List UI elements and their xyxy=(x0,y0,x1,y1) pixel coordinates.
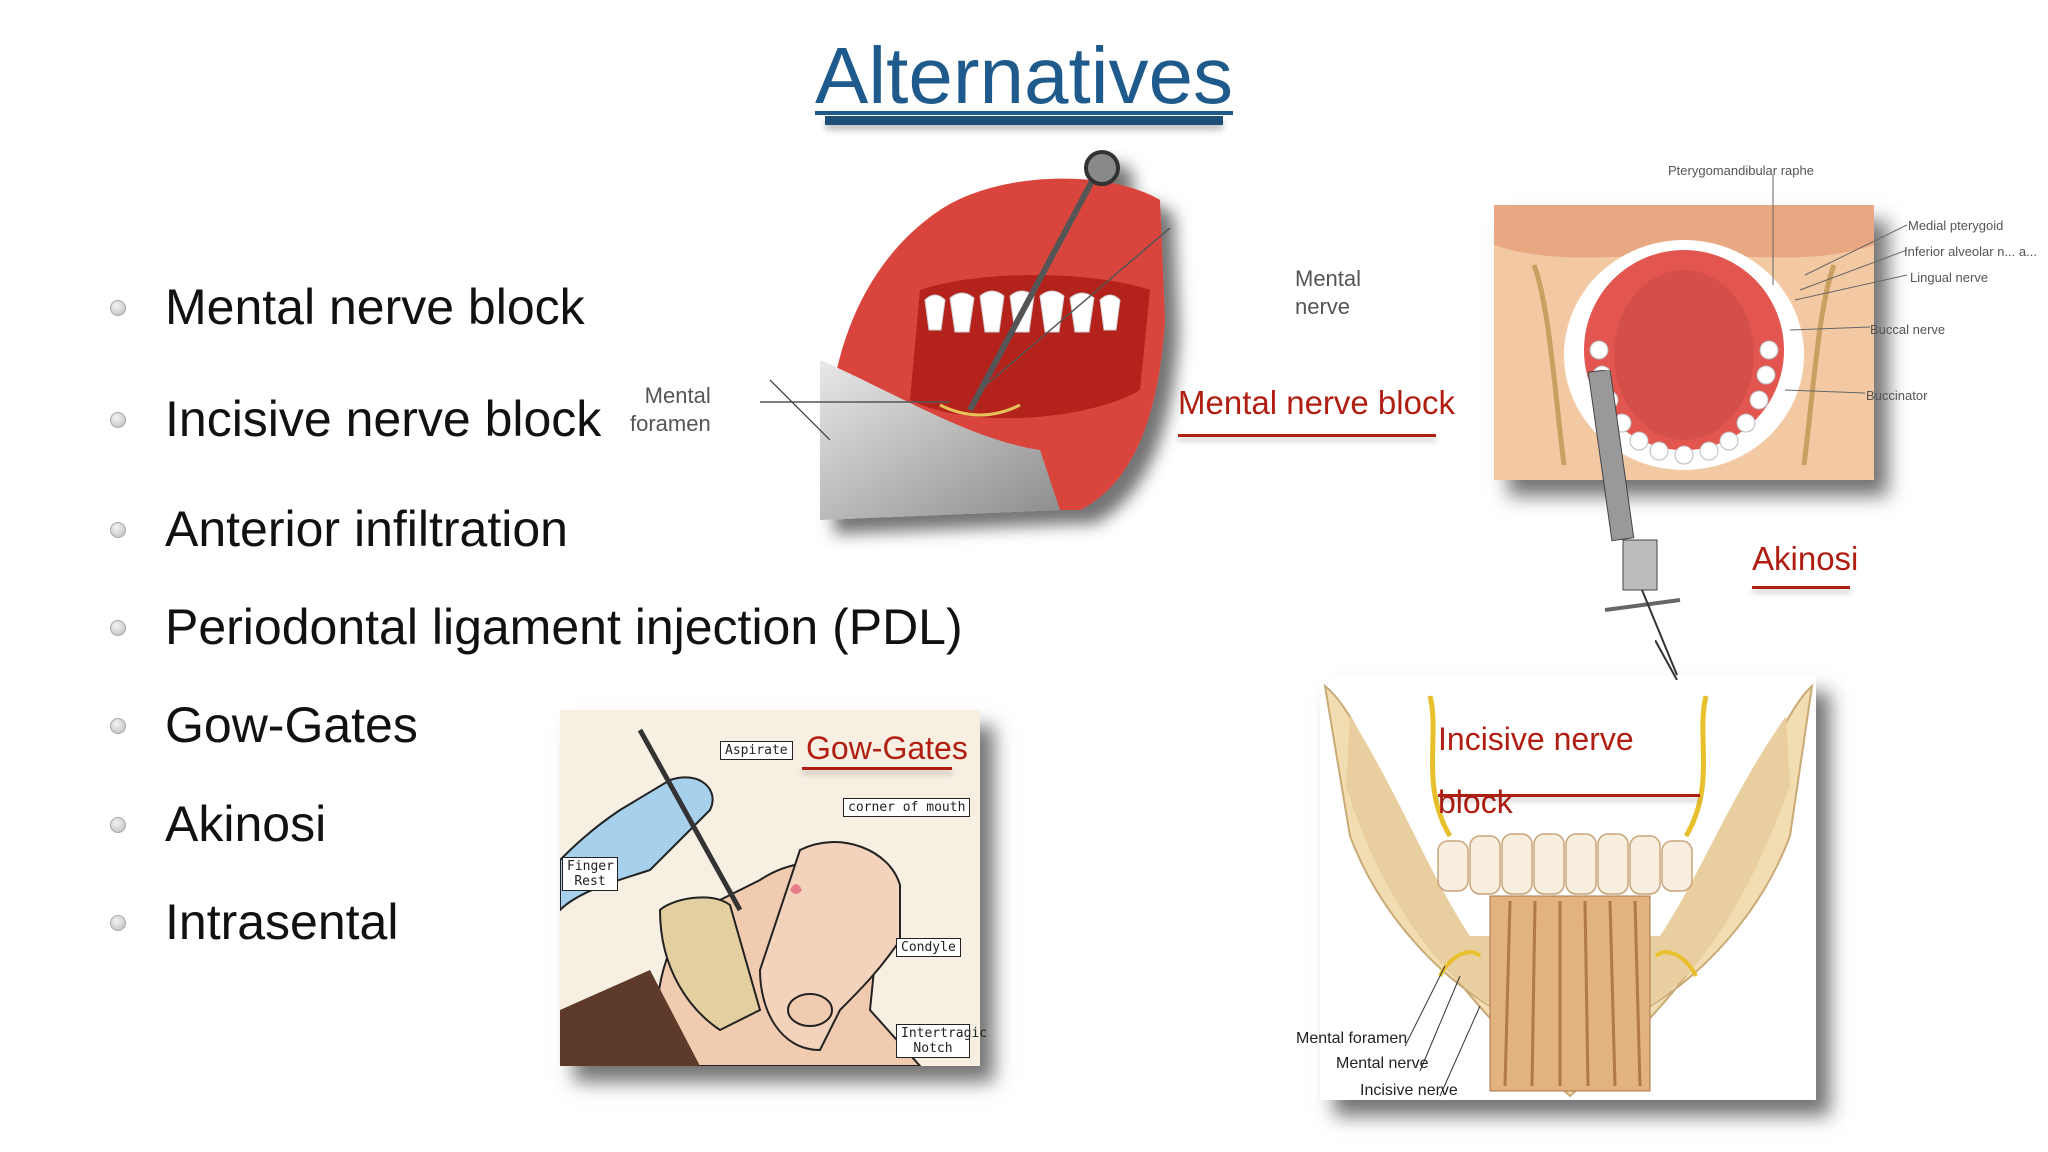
title-underline-bar xyxy=(825,116,1223,125)
gow-gates-figure xyxy=(559,710,980,1067)
caption-underline xyxy=(1752,586,1850,589)
bullet-dot-icon xyxy=(110,817,126,833)
incisive-caption-line1: Incisive nerve xyxy=(1438,721,1634,757)
akinosi-syringe xyxy=(1587,370,1681,676)
bullet-dot-icon xyxy=(110,915,126,931)
akinosi-label: Inferior alveolar n... a... xyxy=(1904,244,2037,259)
akinosi-caption: Akinosi xyxy=(1752,540,1859,577)
mental-nerve-illustration xyxy=(760,150,1171,520)
incisive-label: Mental nerve xyxy=(1336,1055,1429,1072)
bullet-dot-icon xyxy=(110,620,126,636)
bullet-dot-icon xyxy=(110,522,126,538)
mental-nerve-label: Mental nerve xyxy=(1295,266,1362,319)
caption-underline xyxy=(802,767,952,770)
incisive-label: Incisive nerve xyxy=(1360,1082,1458,1099)
gow-gates-label: Intertragic Notch xyxy=(896,1024,987,1058)
incisive-label: Mental foramen xyxy=(1296,1030,1408,1047)
bullet-dot-icon xyxy=(110,300,126,316)
gow-gates-label: Condyle xyxy=(896,938,961,957)
akinosi-figure xyxy=(1494,205,1874,480)
akinosi-label: Buccinator xyxy=(1866,388,1928,403)
incisive-caption-line2: block xyxy=(1438,784,1513,820)
akinosi-illustration xyxy=(1494,205,1874,480)
gow-gates-illustration xyxy=(559,728,923,1067)
bullet-dot-icon xyxy=(110,412,126,428)
caption-underline xyxy=(1178,434,1436,437)
gow-gates-label: corner of mouth xyxy=(843,798,971,817)
caption-underline xyxy=(1438,794,1700,797)
gow-gates-caption: Gow-Gates xyxy=(806,730,968,766)
mental-foramen-label: Mental foramen xyxy=(630,383,711,436)
bullet-dot-icon xyxy=(110,718,126,734)
akinosi-label: Lingual nerve xyxy=(1910,270,1989,285)
incisive-nerve-figure xyxy=(1320,676,1816,1100)
akinosi-label: Pterygomandibular raphe xyxy=(1668,163,1814,178)
mental-nerve-block-caption: Mental nerve block xyxy=(1178,384,1455,421)
mental-nerve-figure: Mental nerve Mental foramen xyxy=(630,150,1480,550)
akinosi-leader-lines xyxy=(1772,175,1908,394)
slide-title: Alternatives xyxy=(815,31,1233,120)
gow-gates-label: Aspirate xyxy=(720,741,793,760)
incisive-nerve-illustration xyxy=(1323,683,1814,1098)
incisive-needle xyxy=(1655,640,1678,680)
akinosi-label: Buccal nerve xyxy=(1870,322,1946,337)
akinosi-label: Medial pterygoid xyxy=(1908,218,2004,233)
gow-gates-label: Finger Rest xyxy=(562,857,618,891)
